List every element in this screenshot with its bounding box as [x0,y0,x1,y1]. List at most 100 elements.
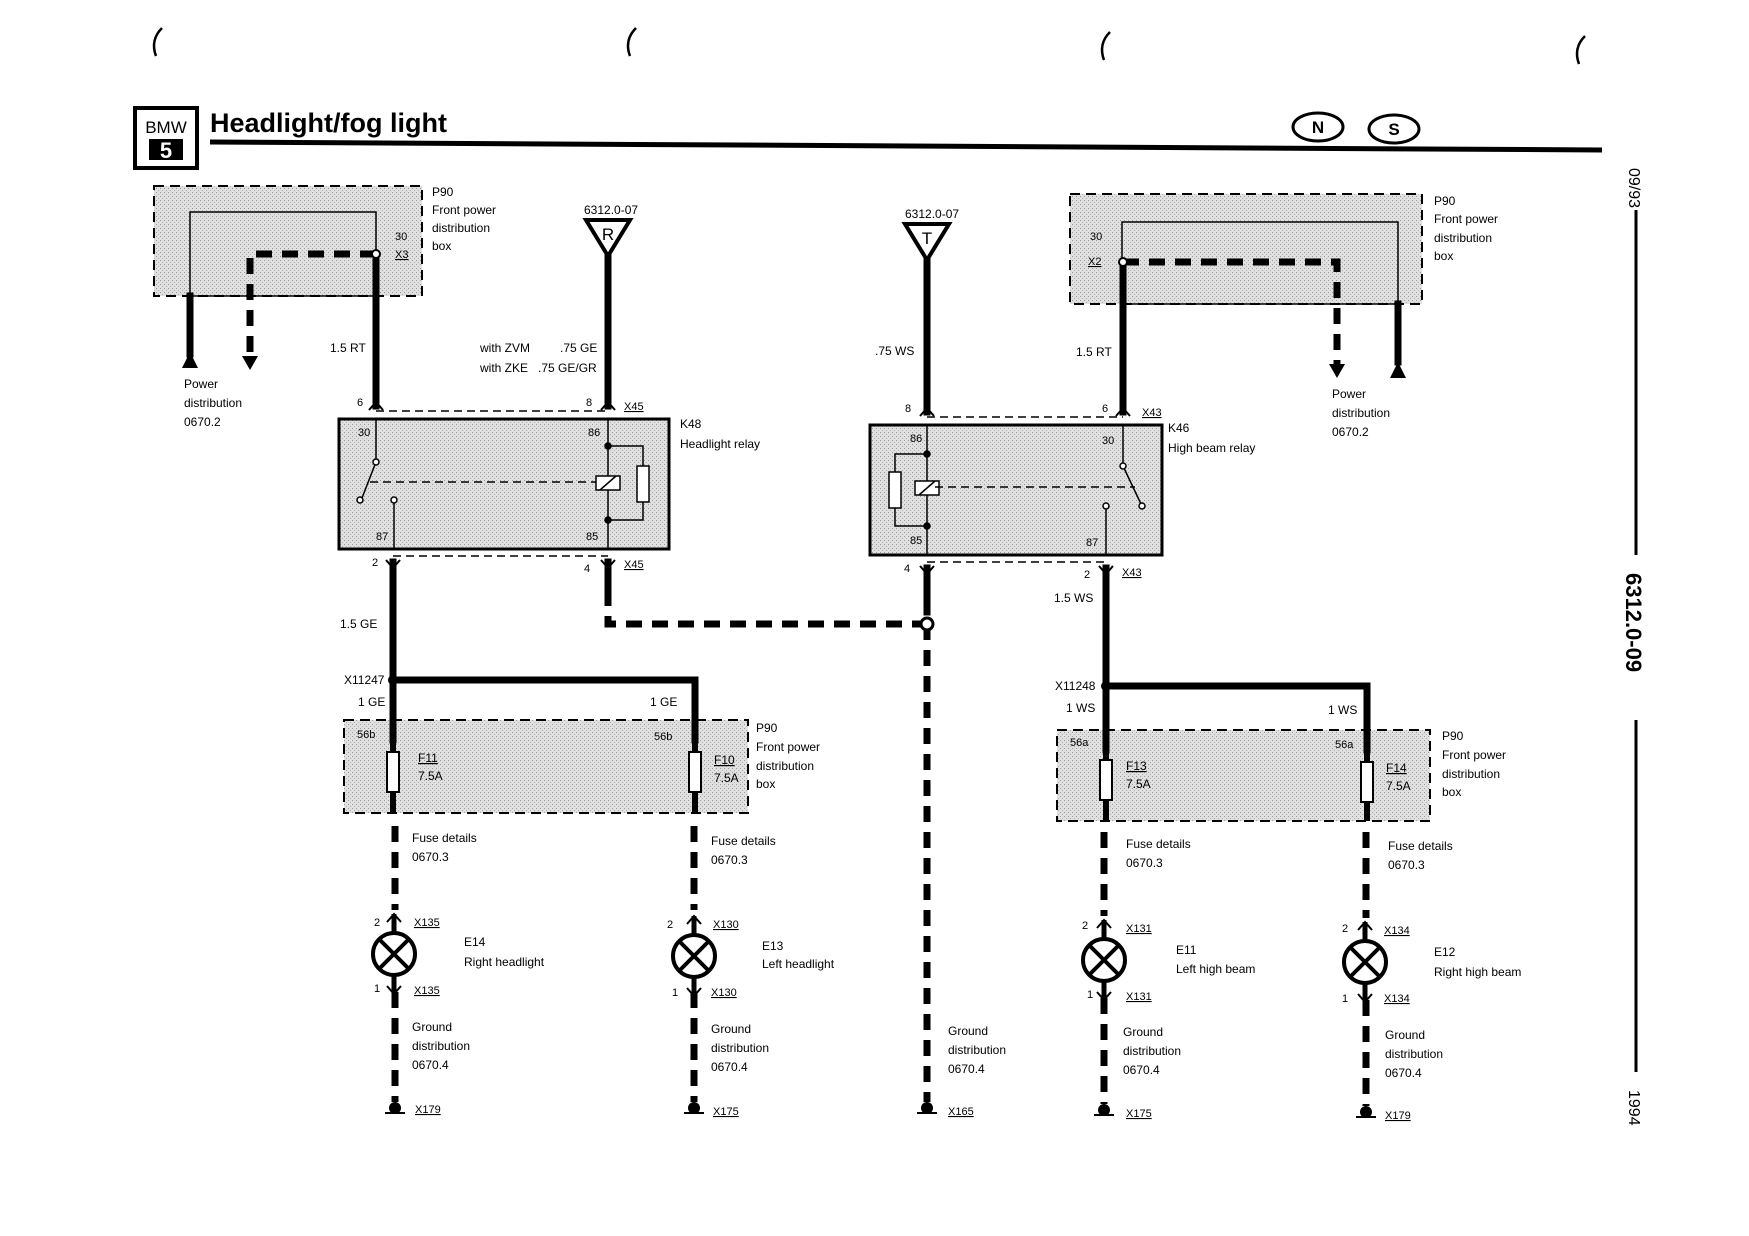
k48-pin2: 2 [372,557,378,569]
p90-left-pin30: 30 [395,231,407,243]
wire-1ws-left: 1 WS [1066,701,1095,715]
pwr-right-ref: 0670.2 [1332,425,1369,439]
relay-connector-marks [368,400,1131,576]
k46-pin87: 87 [1086,537,1098,549]
e12-x134-top: X134 [1384,925,1410,937]
p90-fuse-left-name: P90 [756,721,778,735]
p90-left-name: P90 [432,185,454,199]
e11-x131-top: X131 [1126,923,1152,935]
wire-zvm: with ZVM [479,341,530,355]
p90-fuse-right-desc2: distribution [1442,767,1500,781]
gnd-3-b: distribution [948,1043,1006,1057]
gnd-1-ref: 0670.4 [412,1058,449,1072]
wire-1ge-right: 1 GE [650,695,677,709]
p90-right-desc3: box [1434,249,1453,263]
k48-pin8: 8 [586,397,592,409]
lamp-e13 [671,933,717,979]
k46-x43-top: X43 [1142,407,1162,419]
p90-fuse-left-desc1: Front power [756,740,820,754]
wire-zke-val: .75 GE/GR [538,361,597,375]
k46-pin86: 86 [910,433,922,445]
fuse-term-56b-left: 56b [357,729,375,741]
side-strip: 09/93 6312.0-09 1994 [1621,168,1646,1126]
ref-t: 6312.0-07 [905,207,959,221]
e12-name: E12 [1434,945,1456,959]
solid-wires [186,248,1402,754]
p90-fuse-left-desc3: box [756,777,775,791]
k48-pin86: 86 [588,427,600,439]
gnd-x179-left: X179 [415,1104,441,1116]
series-number: 5 [160,138,172,163]
dashed-wires [246,250,1370,1106]
p90-right-name: P90 [1434,194,1456,208]
p90-fuse-right-desc3: box [1442,785,1461,799]
fuse-details-1-ref: 0670.3 [412,850,449,864]
fuse-term-56a-left: 56a [1070,737,1089,749]
k46-x43-bottom: X43 [1122,567,1142,579]
k48-name: K48 [680,417,702,431]
pwr-left-2: distribution [184,396,242,410]
e14-name: E14 [464,935,486,949]
k46-pin85: 85 [910,535,922,547]
e14-pin1: 1 [374,983,380,995]
gnd-4-a: Ground [1123,1025,1163,1039]
connector-t-letter: T [922,229,932,248]
e11-desc: Left high beam [1176,962,1255,976]
e14-desc: Right headlight [464,955,545,969]
fuse-details-4: Fuse details [1388,839,1453,853]
e11-name: E11 [1176,943,1197,957]
fuse-details-3-ref: 0670.3 [1126,856,1163,870]
k48-desc: Headlight relay [680,437,760,451]
fuse-f13-name: F13 [1126,759,1147,773]
e13-name: E13 [762,939,784,953]
bmw-logo-box: BMW 5 [133,106,199,170]
binder-marks [152,27,1586,65]
connector-r: R [582,218,634,260]
k46-pin8: 8 [905,403,911,415]
ref-r: 6312.0-07 [584,203,638,217]
p90-box-right-top [1069,193,1423,305]
fuse-details-2-ref: 0670.3 [711,853,748,867]
lamp-e11 [1081,937,1127,983]
e14-pin2: 2 [374,917,380,929]
fuse-wire-stubs [390,740,1370,821]
gnd-1-b: distribution [412,1039,470,1053]
connector-r-letter: R [602,225,614,244]
e14-x135-bottom: X135 [414,985,440,997]
wire-75ws: .75 WS [875,344,914,358]
fuse-f11-name: F11 [418,751,438,765]
wire-1ws-right: 1 WS [1328,703,1357,717]
fuse-f14-name: F14 [1386,761,1407,775]
wire-15ge: 1.5 GE [340,617,377,631]
page-title: Headlight/fog light [210,108,447,138]
e11-pin1: 1 [1087,989,1093,1001]
fuse-f13-rating: 7.5A [1126,777,1151,791]
e12-desc: Right high beam [1434,965,1521,979]
pwr-left-ref: 0670.2 [184,415,221,429]
fuse-details-3: Fuse details [1126,837,1191,851]
k48-pin87: 87 [376,531,388,543]
gnd-3-a: Ground [948,1024,988,1038]
e13-x130-bottom: X130 [711,987,737,999]
gnd-x175-right: X175 [1126,1108,1152,1120]
k48-pin30: 30 [358,427,370,439]
k46-pin2: 2 [1084,569,1090,581]
e14-x135-top: X135 [414,917,440,929]
pwr-left-1: Power [184,377,218,391]
wire-15rt-left: 1.5 RT [330,341,366,355]
p90-fuse-left-desc2: distribution [756,759,814,773]
wire-arrows [182,249,1406,691]
p90-right-desc2: distribution [1434,231,1492,245]
wire-1ge-left: 1 GE [358,695,385,709]
gnd-x165: X165 [948,1106,974,1118]
gnd-1-a: Ground [412,1020,452,1034]
e12-pin1: 1 [1342,993,1348,1005]
p90-left-desc3: box [432,239,451,253]
k46-pin30: 30 [1102,435,1114,447]
e11-x131-bottom: X131 [1126,991,1152,1003]
connector-t: T [901,222,953,264]
k46-pin6: 6 [1102,403,1108,415]
header-rule [209,139,1603,153]
wire-zvm-val: .75 GE [560,341,597,355]
